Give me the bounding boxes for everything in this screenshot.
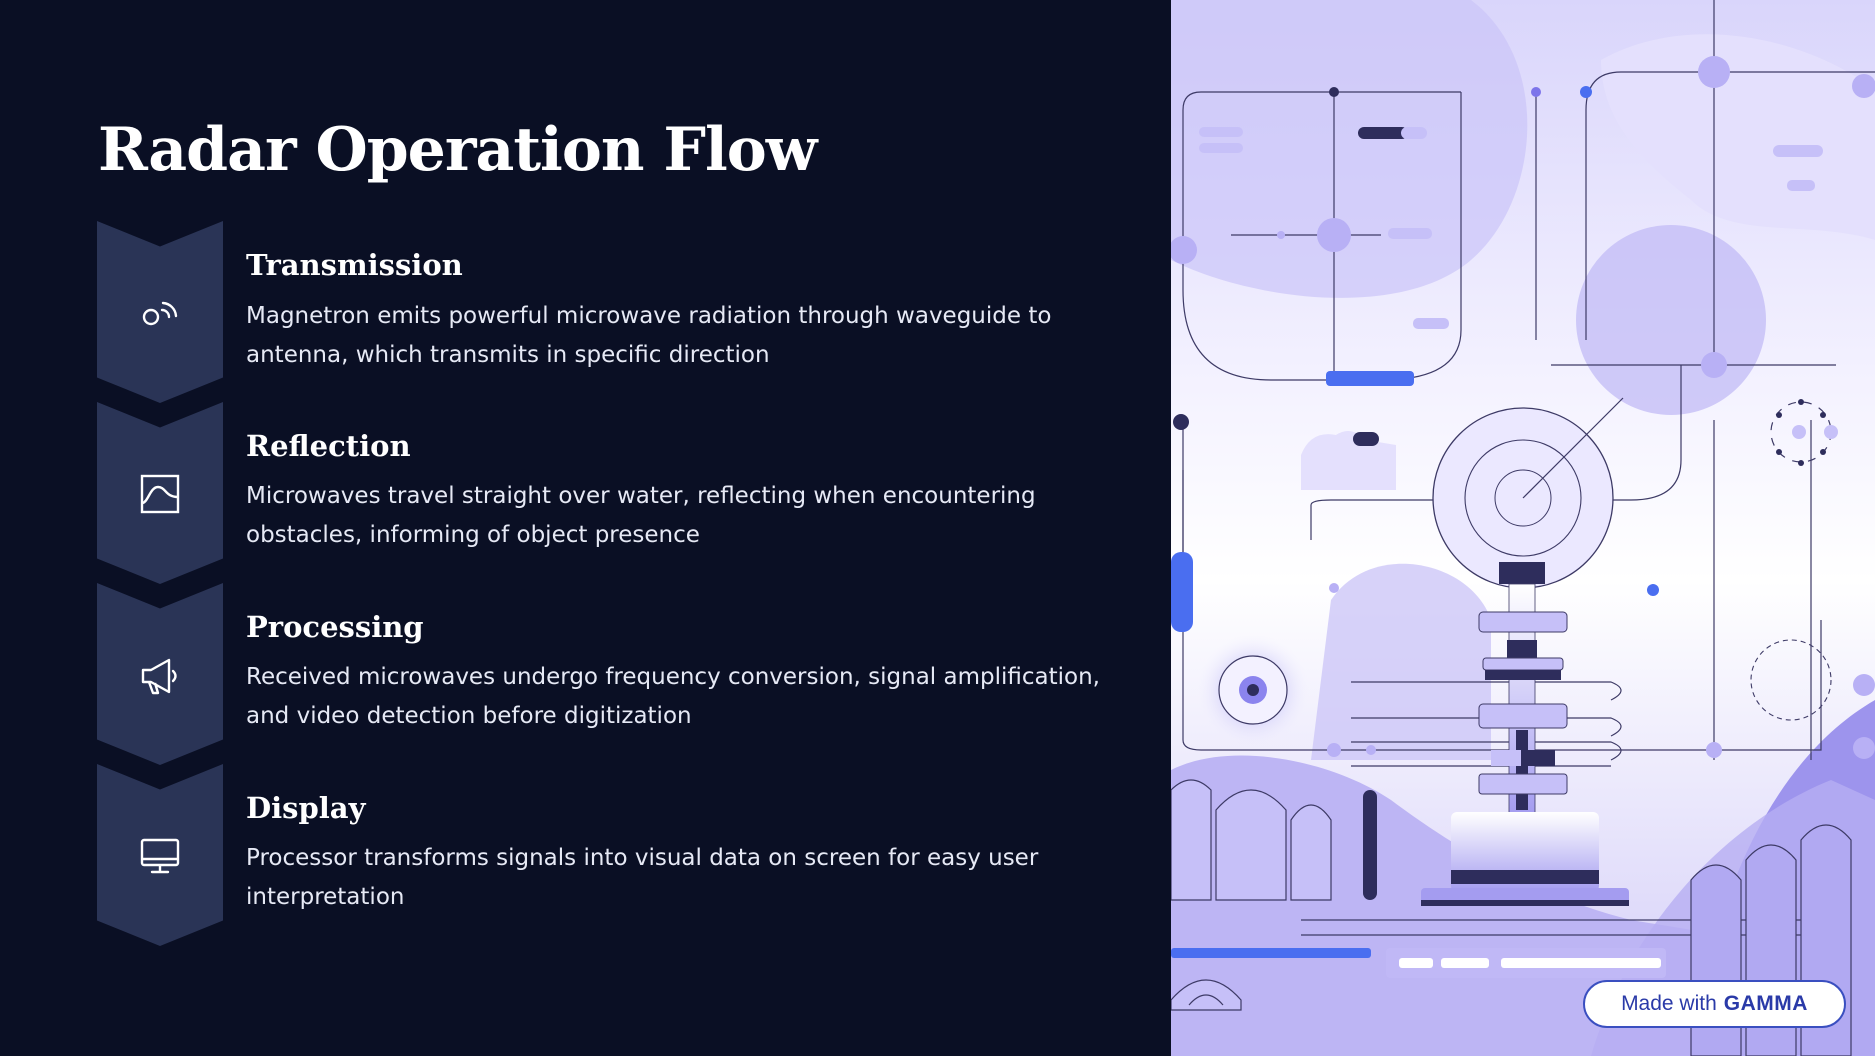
radar-illustration-art xyxy=(1171,0,1875,1056)
gamma-logo-text: GAMMA xyxy=(1723,992,1808,1015)
step-chevron-processing xyxy=(97,583,223,765)
content-panel: Radar Operation Flow Transmission Magnet… xyxy=(0,0,1171,1056)
broadcast-signal-icon xyxy=(142,301,178,326)
slide-title: Radar Operation Flow xyxy=(98,115,817,185)
step-title-reflection: Reflection xyxy=(246,429,411,463)
step-chevron-display xyxy=(97,764,223,946)
step-title-processing: Processing xyxy=(246,610,424,644)
step-title-display: Display xyxy=(246,791,366,825)
step-description-transmission: Magnetron emits powerful microwave radia… xyxy=(246,303,1052,368)
radar-illustration xyxy=(1171,0,1875,1056)
badge-prefix-text: Made with xyxy=(1621,992,1717,1015)
made-with-gamma-badge[interactable]: Made with GAMMA xyxy=(1583,980,1846,1028)
step-description-processing: Received microwaves undergo frequency co… xyxy=(246,664,1100,729)
step-title-transmission: Transmission xyxy=(246,248,463,282)
megaphone-icon xyxy=(141,658,177,695)
step-chevron-transmission xyxy=(97,221,223,403)
step-chevron-reflection xyxy=(97,402,223,584)
wave-frame-icon xyxy=(140,474,180,514)
monitor-icon xyxy=(140,838,180,874)
step-description-reflection: Microwaves travel straight over water, r… xyxy=(246,483,1036,548)
step-description-display: Processor transforms signals into visual… xyxy=(246,845,1039,910)
